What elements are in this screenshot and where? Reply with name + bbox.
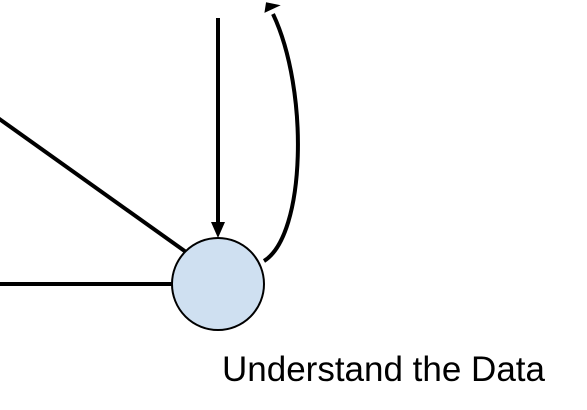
node-circle	[171, 237, 265, 331]
edge-diagonal-in	[0, 116, 188, 254]
arrowhead-curved	[264, 2, 281, 13]
node-label: Understand the Data	[222, 350, 545, 389]
arrowhead-vertical	[211, 222, 225, 238]
edge-curved-out	[262, 13, 300, 263]
